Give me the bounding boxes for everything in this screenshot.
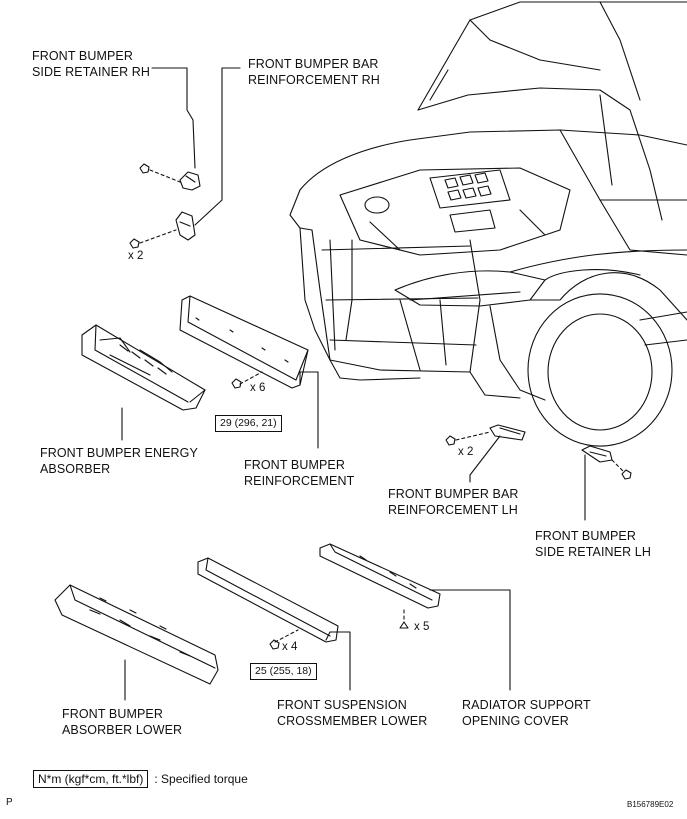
radiator-cover-part <box>319 543 511 691</box>
qty-clips: x 5 <box>414 621 430 633</box>
page-mark: P <box>6 797 13 808</box>
absorber-lower-part <box>54 584 219 701</box>
torque-legend: N*m (kgf*cm, ft.*lbf) : Specified torque <box>33 770 248 788</box>
bumper-reinforcement-part <box>179 295 319 449</box>
qty-crossmember-bolts: x 4 <box>282 641 298 653</box>
figure-code: B156789E02 <box>627 800 674 809</box>
qty-lh-bolts: x 2 <box>458 446 474 458</box>
torque-reinforcement: 29 (296, 21) <box>215 415 282 432</box>
torque-legend-text: : Specified torque <box>154 772 248 786</box>
torque-unit-box: N*m (kgf*cm, ft.*lbf) <box>33 770 149 788</box>
side-retainer-rh-part <box>139 67 201 191</box>
crossmember-lower-part <box>197 557 351 691</box>
energy-absorber-part <box>81 324 206 441</box>
bar-reinforcement-lh-part <box>445 424 526 483</box>
torque-crossmember: 25 (255, 18) <box>250 663 317 680</box>
qty-rh-bolts: x 2 <box>128 250 144 262</box>
qty-reinforcement-bolts: x 6 <box>250 382 266 394</box>
vehicle-front-end <box>289 1 687 447</box>
side-retainer-lh-part <box>581 445 632 521</box>
bar-reinforcement-rh-part <box>129 67 241 249</box>
